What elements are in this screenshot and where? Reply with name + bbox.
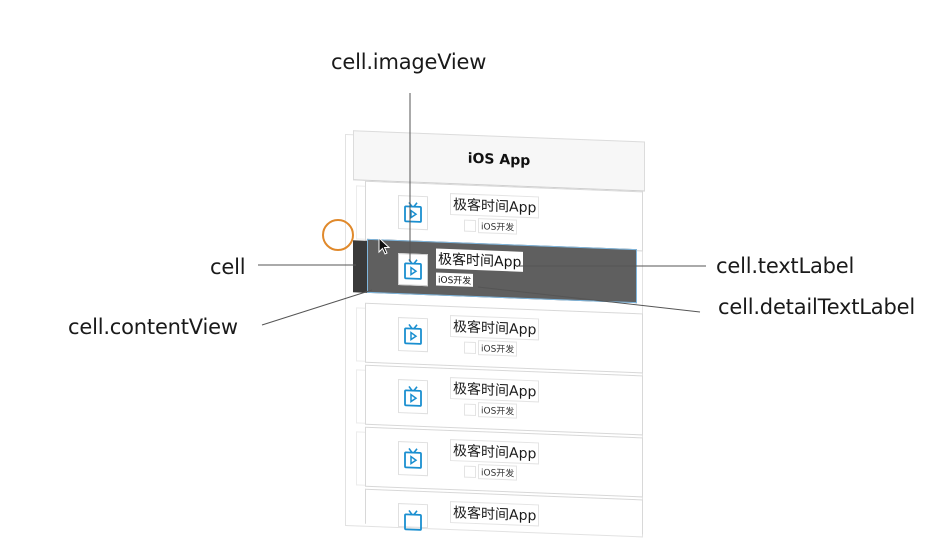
table-cell[interactable]: 极客时间App iOS开发 [356,180,643,252]
table-cell[interactable]: 极客时间App [365,488,643,535]
selected-table-cell[interactable]: 极客时间App iOS开发 [367,238,637,304]
cell-detail-text-label: iOS开发 [478,340,518,357]
cell-ghost-edge [356,431,365,486]
cell-detail-text-label: iOS开发 [478,402,518,419]
tv-play-icon [404,510,422,531]
cell-detail-ghost [464,403,476,417]
cell-text-label: 极客时间App [450,193,540,219]
touch-indicator [322,219,354,251]
table-cell[interactable]: 极客时间App iOS开发 [356,364,643,436]
tv-play-icon [404,259,422,280]
cell-image-view [398,503,428,531]
cell-image-view [398,195,428,231]
cell-ghost-edge [356,307,365,362]
cell-detail-text-label: iOS开发 [478,218,518,235]
cell-text-label: 极客时间App [450,377,540,403]
cell-detail-ghost [464,219,476,233]
selected-cell-text-label: 极客时间App [436,248,524,272]
callout-cell: cell [210,255,246,279]
cell-image-view [398,317,428,353]
selected-cell-detail-text-label: iOS开发 [436,272,474,287]
table-cell[interactable]: 极客时间App iOS开发 [356,426,643,498]
cell-image-view [398,441,428,477]
selected-cell-image-view [398,253,428,287]
table-view-mockup: iOS App 极客时间App iOS开发 极客时间App [345,130,645,538]
cell-text-label: 极客时间App [450,439,540,465]
callout-content-view: cell.contentView [68,315,238,339]
nav-title: iOS App [467,150,531,170]
tv-play-icon [404,202,422,223]
tv-play-icon [404,448,422,469]
cell-ghost-edge [356,369,365,424]
mouse-pointer-icon [378,237,391,255]
callout-image-view: cell.imageView [331,50,487,74]
tv-play-icon [404,324,422,345]
cell-detail-ghost [464,341,476,355]
callout-detail-text-label: cell.detailTextLabel [718,295,915,319]
callout-text-label: cell.textLabel [716,254,855,278]
cell-ghost-edge [356,185,365,240]
cell-detail-ghost [464,465,476,479]
cell-content-view-edge [353,240,367,293]
table-cell[interactable]: 极客时间App iOS开发 [356,302,643,374]
cell-image-view [398,379,428,415]
cell-text-label: 极客时间App [450,501,540,527]
tv-play-icon [404,386,422,407]
cell-detail-text-label: iOS开发 [478,464,518,481]
cell-text-label: 极客时间App [450,315,540,341]
